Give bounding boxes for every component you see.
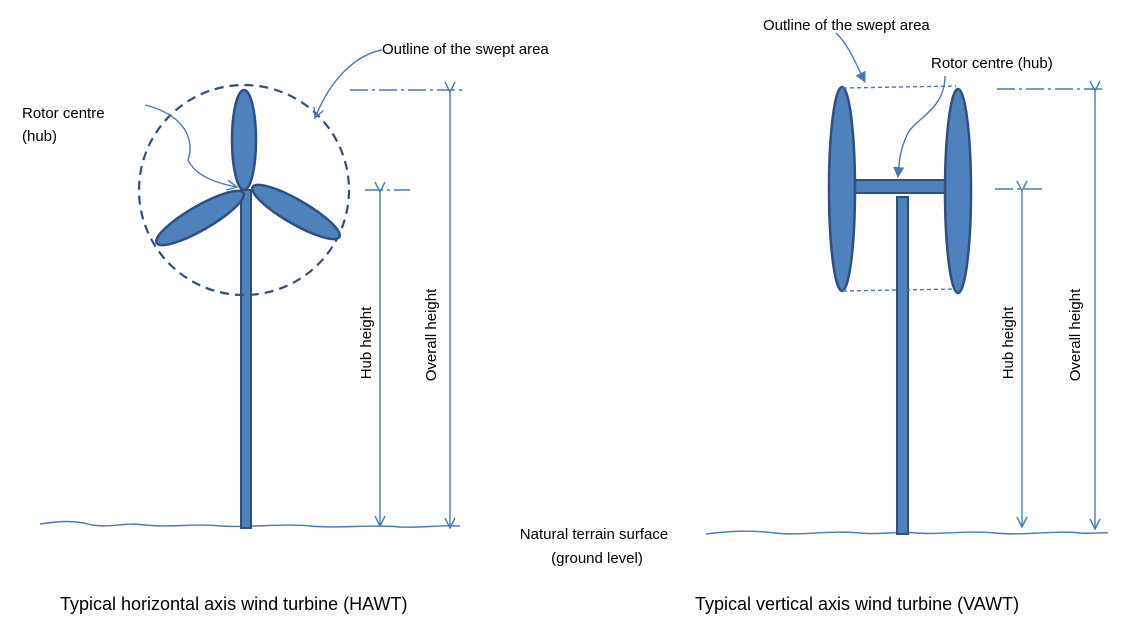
hawt-rotor-centre-label-line2: (hub) (22, 128, 57, 145)
vawt-tower (896, 196, 909, 535)
vawt-rotor-centre-label: Rotor centre (hub) (931, 55, 1053, 72)
vawt-swept-area-label: Outline of the swept area (763, 17, 930, 34)
hawt-tower (240, 189, 252, 529)
vawt-rotor-centre-arrow (893, 75, 946, 179)
vawt-cross-arm (844, 179, 953, 194)
vawt-blade-right (943, 87, 973, 295)
hawt-rotor-centre-label-line1: Rotor centre (22, 105, 105, 122)
hawt-swept-area-label: Outline of the swept area (382, 41, 549, 58)
hawt-blade-right (251, 183, 341, 241)
vawt-swept-area-arrow (835, 32, 866, 83)
hawt-ground-line (39, 520, 461, 528)
hawt-swept-area-arrow (315, 49, 383, 118)
vawt-caption: Typical vertical axis wind turbine (VAWT… (695, 594, 1019, 614)
ground-label-line1: Natural terrain surface (520, 526, 668, 543)
vawt-blade-left (827, 85, 857, 293)
ground-label-line2: (ground level) (551, 550, 643, 567)
hawt-blade-top (230, 88, 258, 192)
hawt-blade-left (155, 189, 245, 247)
hawt-swept-area-outline (137, 83, 351, 297)
vawt-hub-height-label: Hub height (1000, 306, 1017, 379)
vawt-turbine: Outline of the swept area Rotor centre (… (695, 17, 1109, 614)
hawt-hub-height-label: Hub height (358, 306, 375, 379)
hawt-turbine: Outline of the swept area Rotor centre (… (22, 41, 549, 614)
hawt-caption: Typical horizontal axis wind turbine (HA… (60, 594, 407, 614)
vawt-ground-line (705, 530, 1109, 535)
hawt-rotor-centre-arrow (144, 104, 237, 187)
vawt-swept-area-top-line (842, 85, 957, 89)
hawt-overall-height-label: Overall height (423, 288, 440, 381)
vawt-overall-height-label: Overall height (1067, 288, 1084, 381)
vawt-swept-area-bottom-line (842, 288, 957, 292)
